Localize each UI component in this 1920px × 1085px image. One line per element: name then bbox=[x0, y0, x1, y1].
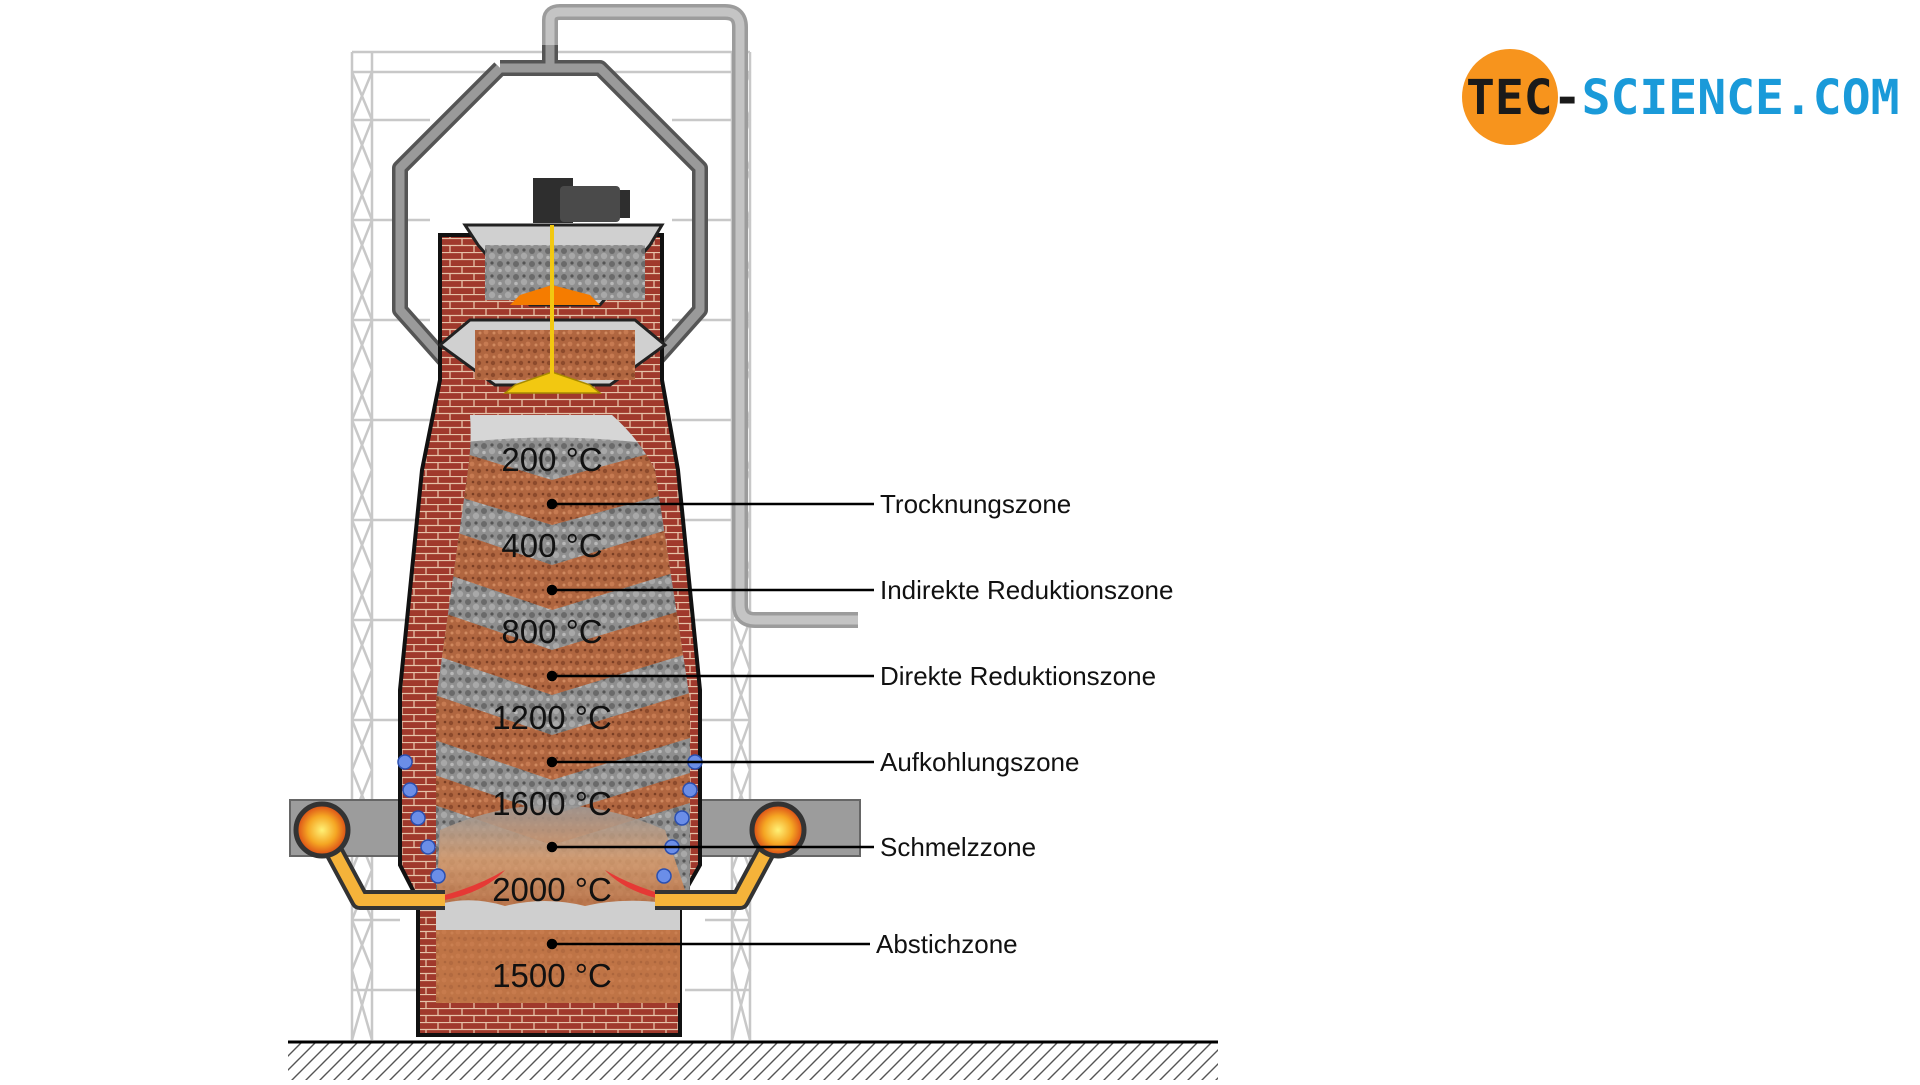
zone-label-carburization: Aufkohlungszone bbox=[880, 747, 1079, 777]
gas-pipe bbox=[542, 4, 858, 628]
zone-label-tapping: Abstichzone bbox=[876, 929, 1018, 959]
hot-blast-pipes bbox=[293, 801, 807, 910]
temp-label-1: 200 °C bbox=[501, 441, 602, 478]
site-logo: TEC-SCIENCE.COM bbox=[1462, 49, 1899, 145]
cooling-elements bbox=[397, 754, 703, 884]
zone-label-indirect-reduction: Indirekte Reduktionszone bbox=[880, 575, 1173, 605]
temp-label-4: 1200 °C bbox=[492, 699, 612, 736]
zone-label-direct-reduction: Direkte Reduktionszone bbox=[880, 661, 1156, 691]
temp-label-5: 1600 °C bbox=[492, 785, 612, 822]
temp-label-3: 800 °C bbox=[501, 613, 602, 650]
charging-equipment bbox=[437, 178, 668, 394]
logo-text: TEC-SCIENCE.COM bbox=[1466, 70, 1899, 126]
logo-circle bbox=[1462, 49, 1558, 145]
temp-label-7: 1500 °C bbox=[492, 957, 612, 994]
ground-hatching bbox=[288, 1042, 1218, 1085]
zone-leader-lines bbox=[546, 498, 874, 950]
tuyere-flames bbox=[445, 870, 665, 900]
temp-label-2: 400 °C bbox=[501, 527, 602, 564]
temperature-labels: 200 °C 400 °C 800 °C 1200 °C 1600 °C 200… bbox=[492, 441, 612, 994]
zone-labels: Trocknungszone Indirekte Reduktionszone … bbox=[876, 489, 1173, 959]
temp-label-6: 2000 °C bbox=[492, 871, 612, 908]
zone-label-melting: Schmelzzone bbox=[880, 832, 1036, 862]
slag-layer bbox=[436, 900, 680, 930]
zone-label-drying: Trocknungszone bbox=[880, 489, 1071, 519]
burden-layers bbox=[436, 415, 690, 905]
